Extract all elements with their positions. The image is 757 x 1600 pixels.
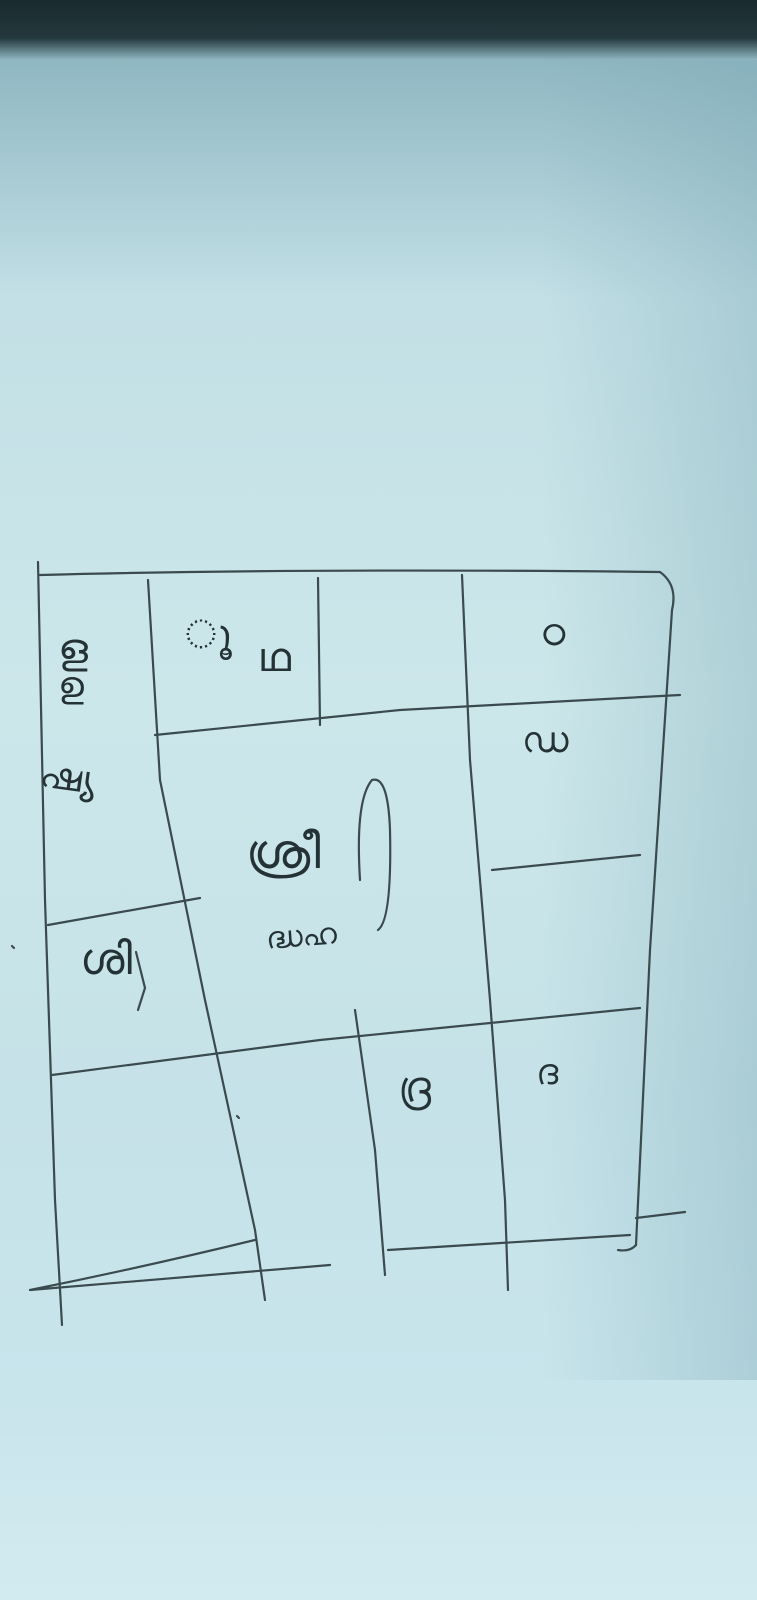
grid-cell-r1c2b: ഥ (258, 635, 291, 681)
grid-vline-2b (353, 1008, 387, 1277)
grid-hline-3 (50, 1006, 642, 1077)
grid-cell-r4c4: ദ (536, 1052, 559, 1093)
grid-cell-center-bottom: ദ്ധഹ (264, 916, 339, 957)
grid-left-border (36, 560, 64, 1327)
grid-cell-r3c1: ശി (80, 934, 133, 985)
grid-cell-r4c3: ദ്ര (398, 1062, 432, 1111)
grid-cell-r1c1b: ഉ (58, 665, 84, 706)
grid-hline-1 (153, 693, 682, 737)
grid-hline-2b (490, 853, 642, 872)
grid-cell-r2c4: ഡ (522, 720, 569, 761)
center-oval (357, 778, 392, 932)
grid-cell-center-top: ശ്രീ (246, 824, 321, 880)
grid-vline-2 (316, 576, 322, 727)
grid-bottom-line-3 (634, 1210, 687, 1220)
grid-cell-r1c1a: ള (58, 624, 88, 673)
small-dot-1 (10, 944, 16, 950)
grid-vline-1 (146, 578, 267, 1302)
grid-cell-r1c4: ഠ (540, 610, 566, 654)
grid-cell-r2c1: ഷ്യ (37, 751, 99, 803)
small-mark-1 (134, 950, 147, 1012)
grid-hline-2 (46, 896, 202, 927)
grid-bottom-line-2 (386, 1233, 632, 1252)
grid-top-border (38, 569, 675, 1252)
grid-cell-r1c2a: ൂ (185, 612, 232, 658)
grid-bottom-line-1 (28, 1238, 332, 1292)
paper-fold-shadow (540, 60, 757, 1380)
small-dot-2 (235, 1114, 241, 1120)
grid-vline-3 (460, 573, 510, 1292)
